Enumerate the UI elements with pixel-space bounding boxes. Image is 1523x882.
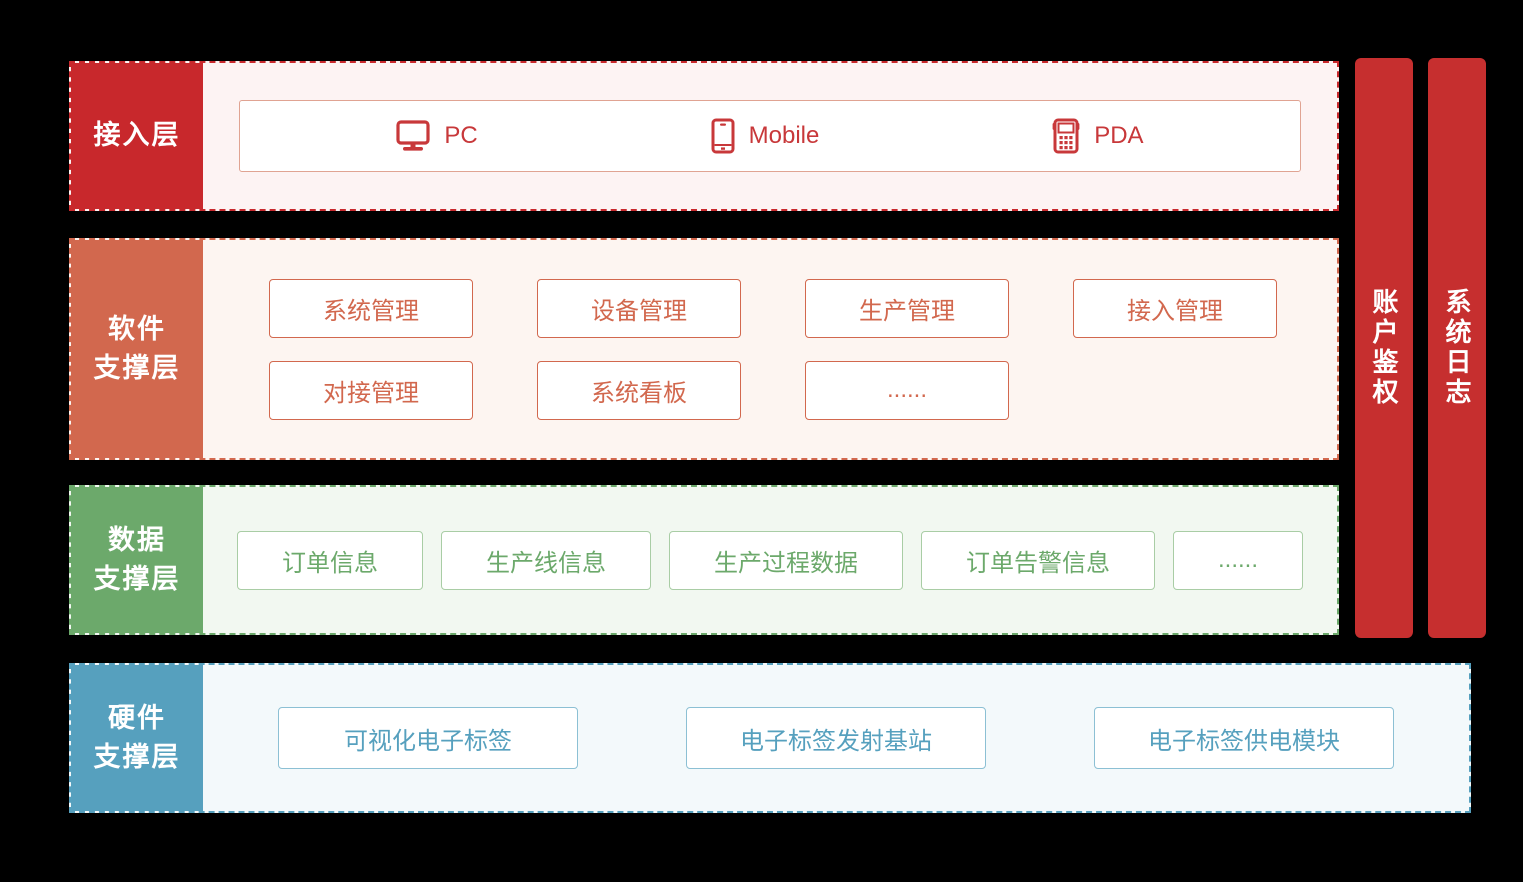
access-layer-label: 接入层	[71, 63, 203, 209]
hardware-layer-body: 可视化电子标签 电子标签发射基站 电子标签供电模块	[203, 665, 1469, 811]
hardware-layer-label-line1: 硬件	[108, 702, 166, 733]
hardware-layer-label-line2: 支撑层	[93, 742, 181, 772]
device-mobile[interactable]: Mobile	[711, 118, 820, 154]
data-layer-label-line2: 支撑层	[93, 564, 181, 594]
device-pc-label: PC	[444, 122, 478, 149]
software-layer-label: 软件 支撑层	[71, 240, 203, 458]
data-card[interactable]: 订单信息	[237, 530, 423, 590]
data-card-more[interactable]: ......	[1173, 530, 1304, 590]
device-mobile-label: Mobile	[748, 122, 820, 149]
software-layer-label-line1: 软件	[108, 313, 166, 344]
software-support-layer: 软件 支撑层 系统管理 设备管理 生产管理 接入管理 对接管理 系统看板 ...…	[69, 238, 1339, 460]
hardware-card[interactable]: 电子标签供电模块	[1094, 707, 1394, 769]
software-card[interactable]: 对接管理	[269, 360, 473, 420]
software-card[interactable]: 设备管理	[537, 278, 741, 338]
monitor-icon	[396, 120, 431, 152]
software-card[interactable]: 接入管理	[1073, 278, 1277, 338]
sidebar-system-log-label: 系统日志	[1442, 288, 1472, 408]
device-pc[interactable]: PC	[396, 120, 478, 152]
hardware-layer-label: 硬件 支撑层	[71, 665, 203, 811]
software-card[interactable]: 系统管理	[269, 278, 473, 338]
hardware-card[interactable]: 电子标签发射基站	[686, 707, 986, 769]
data-card-row: 订单信息 生产线信息 生产过程数据 订单告警信息 ......	[203, 530, 1337, 590]
access-layer-body: PC Mobile	[203, 63, 1337, 209]
software-card-grid: 系统管理 设备管理 生产管理 接入管理 对接管理 系统看板 ......	[203, 277, 1337, 421]
hardware-card-row: 可视化电子标签 电子标签发射基站 电子标签供电模块	[203, 707, 1469, 769]
data-support-layer: 数据 支撑层 订单信息 生产线信息 生产过程数据 订单告警信息 ......	[69, 485, 1339, 635]
software-card[interactable]: 系统看板	[537, 360, 741, 420]
access-layer: 接入层 PC	[69, 61, 1339, 211]
pda-scanner-icon	[1052, 118, 1080, 154]
data-card[interactable]: 生产线信息	[441, 530, 651, 590]
software-layer-body: 系统管理 设备管理 生产管理 接入管理 对接管理 系统看板 ......	[203, 240, 1337, 458]
data-layer-label-line1: 数据	[108, 524, 166, 555]
hardware-support-layer: 硬件 支撑层 可视化电子标签 电子标签发射基站 电子标签供电模块	[69, 663, 1471, 813]
device-pda[interactable]: PDA	[1052, 118, 1144, 154]
sidebar-system-log[interactable]: 系统日志	[1428, 58, 1486, 638]
device-pda-label: PDA	[1094, 122, 1144, 149]
hardware-card[interactable]: 可视化电子标签	[278, 707, 578, 769]
data-card[interactable]: 订单告警信息	[921, 530, 1155, 590]
sidebar-account-authentication[interactable]: 账户鉴权	[1355, 58, 1413, 638]
data-layer-label: 数据 支撑层	[71, 487, 203, 633]
software-card-more[interactable]: ......	[805, 360, 1009, 420]
access-layer-label-text: 接入层	[93, 120, 181, 151]
data-layer-body: 订单信息 生产线信息 生产过程数据 订单告警信息 ......	[203, 487, 1337, 633]
data-card[interactable]: 生产过程数据	[669, 530, 903, 590]
software-layer-label-line2: 支撑层	[93, 353, 181, 383]
mobile-phone-icon	[711, 118, 735, 154]
access-devices-panel: PC Mobile	[239, 100, 1301, 172]
sidebar-account-authentication-label: 账户鉴权	[1369, 288, 1399, 408]
software-card[interactable]: 生产管理	[805, 278, 1009, 338]
